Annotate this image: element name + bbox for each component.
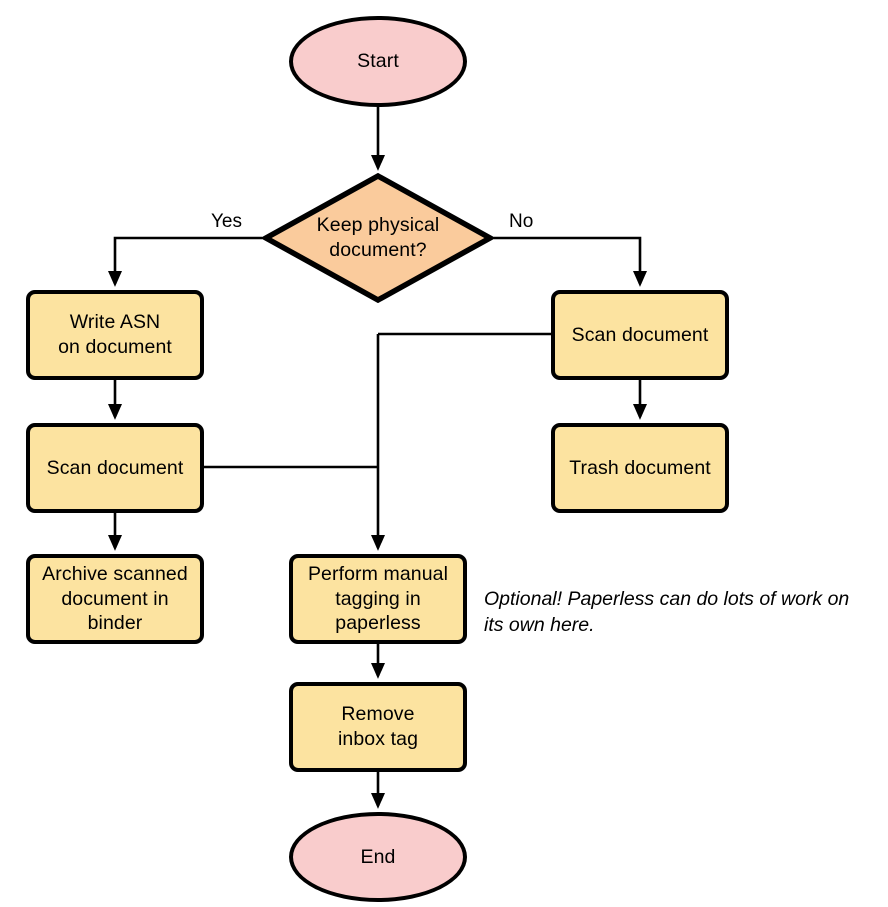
node-start[interactable]: Start: [289, 16, 467, 107]
edge-label-no: No: [509, 211, 534, 232]
node-write-asn-on-document[interactable]: Write ASN on document: [26, 290, 204, 380]
edge-decision-no-to-scan-right: [493, 236, 648, 287]
node-keep-physical-document-label: Keep physical document?: [316, 214, 440, 261]
node-scan-document-left[interactable]: Scan document: [26, 423, 204, 513]
node-trash-document-label: Trash document: [569, 456, 711, 479]
node-end-label: End: [360, 845, 396, 868]
node-scan-document-right[interactable]: Scan document: [551, 290, 729, 380]
node-perform-manual-tagging[interactable]: Perform manual tagging in paperless: [289, 554, 467, 644]
node-trash-document[interactable]: Trash document: [551, 423, 729, 513]
node-remove-inbox-tag-label: Remove inbox tag: [337, 703, 419, 750]
node-write-asn-on-document-label: Write ASN on document: [58, 311, 172, 358]
node-remove-inbox-tag[interactable]: Remove inbox tag: [289, 682, 467, 772]
edge-label-yes: Yes: [211, 211, 242, 232]
edge-decision-yes-to-write-asn: [107, 236, 263, 287]
node-archive-scanned-document-label: Archive scanned document in binder: [42, 562, 188, 635]
node-scan-document-left-label: Scan document: [46, 456, 184, 479]
node-keep-physical-document[interactable]: Keep physical document?: [263, 173, 493, 303]
annotation-optional-note: Optional! Paperless can do lots of work …: [484, 588, 850, 636]
node-start-label: Start: [357, 50, 399, 73]
diamond-shape: [263, 173, 493, 303]
node-end[interactable]: End: [289, 812, 467, 902]
node-scan-document-right-label: Scan document: [571, 323, 709, 346]
node-archive-scanned-document[interactable]: Archive scanned document in binder: [26, 554, 204, 644]
node-perform-manual-tagging-label: Perform manual tagging in paperless: [307, 562, 449, 635]
